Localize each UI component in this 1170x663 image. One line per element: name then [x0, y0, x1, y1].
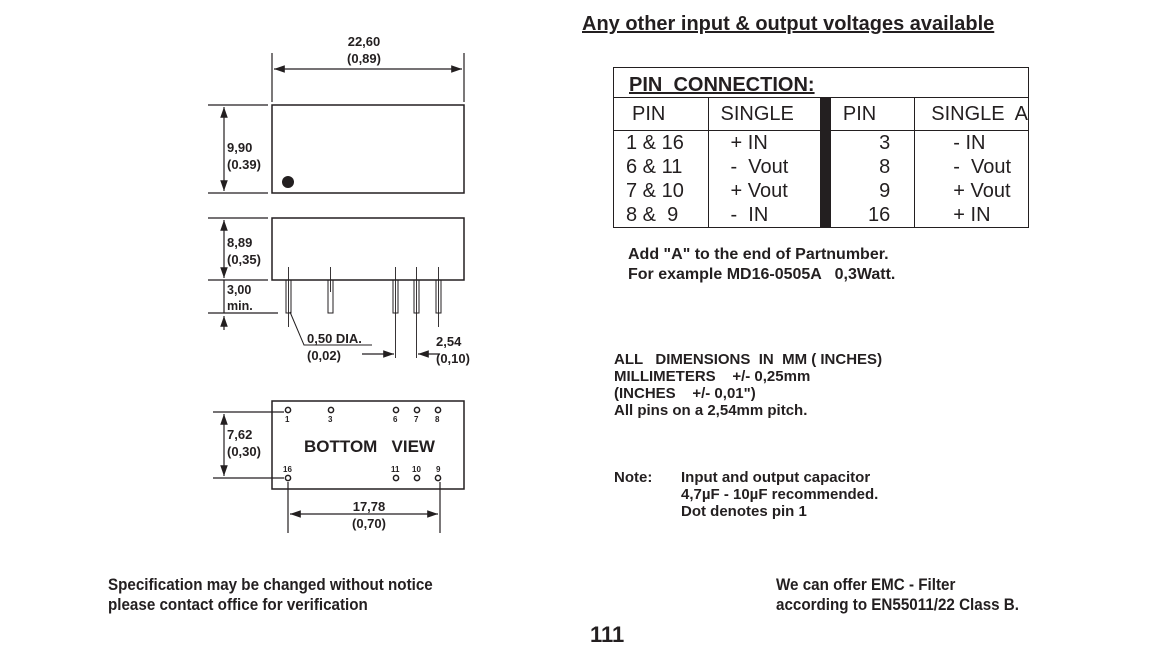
- span-mm: 17,78: [352, 499, 386, 514]
- span-in: (0,70): [352, 516, 386, 531]
- table-cell: + IN: [953, 204, 991, 226]
- dimensions-line: ALL DIMENSIONS IN MM ( INCHES): [614, 351, 883, 368]
- pin-number: 8: [435, 415, 440, 424]
- footer-left-line: Specification may be changed without not…: [108, 576, 433, 594]
- top-view-body: [271, 104, 465, 194]
- width-mm: 22,60: [347, 34, 381, 49]
- pin-length-note: min.: [227, 299, 253, 313]
- table-cell: 3: [879, 132, 891, 154]
- table-separator: [819, 97, 831, 228]
- pin-length-mm: 3,00: [227, 283, 252, 297]
- pin-number: 3: [328, 415, 333, 424]
- table-cell: 8 & 9: [626, 204, 679, 226]
- table-cell: 9: [879, 180, 891, 202]
- note-line: 4,7µF - 10µF recommended.: [681, 486, 879, 503]
- table-cell: - Vout: [730, 156, 789, 178]
- pitch-in: (0,10): [436, 351, 470, 366]
- top-height-label: 9,90 (0.39): [227, 139, 261, 173]
- single-a-functions-cell: - IN - Vout + Vout + IN: [915, 131, 1029, 228]
- row-spacing-label: 7,62 (0,30): [227, 426, 261, 460]
- top-height-mm: 9,90: [227, 140, 253, 155]
- bottom-view-pin-holes: [284, 406, 442, 482]
- table-cell: 16: [868, 204, 891, 226]
- dimensions-note: ALL DIMENSIONS IN MM ( INCHES) MILLIMETE…: [614, 351, 882, 419]
- single-pins-cell: 1 & 16 6 & 11 7 & 10 8 & 9: [613, 130, 709, 228]
- row-spacing-mm: 7,62: [227, 427, 253, 442]
- note-body: Input and output capacitor 4,7µF - 10µF …: [681, 469, 878, 520]
- pin-number: 11: [391, 465, 400, 474]
- pin-table-body-row: 1 & 16 6 & 11 7 & 10 8 & 9 + IN - Vout +…: [613, 130, 1029, 228]
- pin-connection-table: PIN CONNECTION: PIN SINGLE PIN SINGLE A …: [613, 67, 1029, 228]
- pin-number: 1: [285, 415, 290, 424]
- part-note-line: Add "A" to the end of Partnumber.: [628, 246, 889, 263]
- width-in: (0,89): [347, 51, 381, 66]
- pin-dia-in: (0,02): [307, 348, 341, 363]
- pitch-mm: 2,54: [436, 334, 462, 349]
- table-cell: 7 & 10: [626, 180, 684, 202]
- side-view-pins: [285, 279, 442, 314]
- page-number: 111: [590, 622, 625, 647]
- headline: Any other input & output voltages availa…: [582, 13, 995, 35]
- pin-number: 9: [436, 465, 441, 474]
- pin-number: 7: [414, 415, 419, 424]
- top-height-in: (0.39): [227, 157, 261, 172]
- side-height-in: (0,35): [227, 252, 261, 267]
- table-cell: 8: [879, 156, 891, 178]
- dimensions-line: All pins on a 2,54mm pitch.: [614, 402, 808, 419]
- width-label: 22,60 (0,89): [344, 33, 384, 67]
- side-view-body: [271, 217, 465, 281]
- header-single: SINGLE: [708, 97, 820, 131]
- footer-right-line: according to EN55011/22 Class B.: [776, 596, 1019, 614]
- single-a-pins-cell: 3 8 9 16: [830, 130, 916, 228]
- pin-table-header-row: PIN SINGLE PIN SINGLE A: [613, 97, 1029, 228]
- table-cell: + Vout: [730, 180, 788, 202]
- pin1-dot-icon: [282, 176, 294, 188]
- header-single-a: SINGLE A: [914, 97, 1029, 131]
- table-cell: + IN: [730, 132, 768, 154]
- note-label: Note:: [614, 469, 653, 486]
- table-cell: 1 & 16: [626, 132, 684, 154]
- table-cell: 6 & 11: [626, 156, 683, 178]
- pitch-label: 2,54 (0,10): [436, 333, 470, 367]
- side-height-label: 8,89 (0,35): [227, 234, 261, 268]
- footer-right-line: We can offer EMC - Filter: [776, 576, 956, 594]
- footer-disclaimer: Specification may be changed without not…: [108, 575, 461, 615]
- footer-emc-note: We can offer EMC - Filter according to E…: [776, 575, 1040, 615]
- side-height-mm: 8,89: [227, 235, 253, 250]
- bottom-view-label: BOTTOM VIEW: [304, 437, 435, 456]
- pin-number: 10: [412, 465, 421, 474]
- part-note-line: For example MD16-0505A 0,3Watt.: [628, 266, 896, 283]
- table-cell: - IN: [953, 132, 986, 154]
- span-label: 17,78 (0,70): [344, 498, 394, 532]
- footer-left-line: please contact office for verification: [108, 596, 368, 614]
- bottom-view-body: [271, 400, 465, 490]
- dimensions-line: (INCHES +/- 0,01"): [614, 385, 756, 402]
- single-functions-cell: + IN - Vout + Vout - IN: [708, 131, 820, 228]
- table-cell: - Vout: [953, 156, 1012, 178]
- header-pin-a: PIN: [830, 97, 916, 131]
- pin-dia-mm: 0,50 DIA.: [307, 331, 362, 346]
- pin-number: 16: [283, 465, 292, 474]
- pin-length-label: 3,00 min.: [227, 282, 253, 314]
- table-cell: - IN: [730, 204, 769, 226]
- note-line: Dot denotes pin 1: [681, 503, 807, 520]
- part-number-note: Add "A" to the end of Partnumber. For ex…: [628, 245, 895, 285]
- pin-diameter-label: 0,50 DIA. (0,02): [307, 330, 362, 364]
- pin-table-title-cell: PIN CONNECTION:: [613, 67, 1029, 98]
- pin-number: 6: [393, 415, 398, 424]
- note-line: Input and output capacitor: [681, 469, 871, 486]
- table-cell: + Vout: [953, 180, 1011, 202]
- header-pin: PIN: [613, 97, 709, 131]
- pin-table-title: PIN CONNECTION:: [629, 74, 815, 96]
- row-spacing-in: (0,30): [227, 444, 261, 459]
- dimensions-line: MILLIMETERS +/- 0,25mm: [614, 368, 811, 385]
